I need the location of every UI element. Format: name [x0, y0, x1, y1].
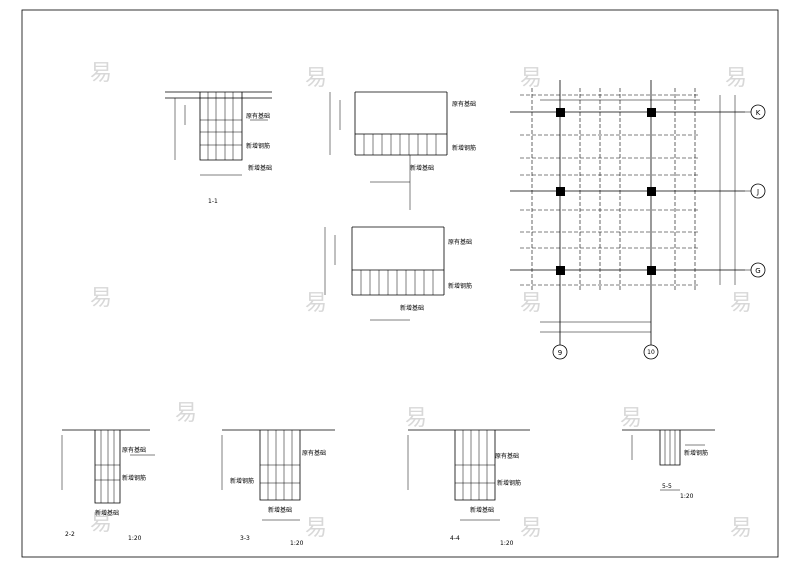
watermark-glyph: 易	[620, 406, 642, 431]
new-foundation-label: 新增基础	[268, 506, 292, 514]
section-f: 原有基础 新增钢筋 新增基础 4-4 1:20	[407, 429, 530, 547]
axis-bubble-10	[643, 344, 659, 360]
axis-label-10: 10	[647, 349, 655, 356]
watermark-glyph: 易	[90, 511, 112, 536]
watermark-glyph: 易	[520, 516, 542, 541]
new-rebar-label: 新增钢筋	[230, 477, 254, 485]
new-rebar-label: 新增钢筋	[448, 282, 472, 290]
column	[556, 108, 565, 117]
section-title: 3-3	[240, 535, 250, 542]
new-rebar-label: 新增钢筋	[684, 449, 708, 457]
column	[647, 108, 656, 117]
axis-bubble-j	[750, 183, 766, 199]
new-rebar-label: 新增钢筋	[497, 479, 521, 487]
watermark-glyph: 易	[730, 291, 752, 316]
axis-label-j: J	[756, 188, 759, 196]
new-foundation-label: 新增基础	[470, 506, 494, 514]
section-title: 5-5	[662, 483, 672, 490]
column	[647, 187, 656, 196]
new-foundation-label: 新增基础	[95, 509, 119, 517]
watermark-glyph: 易	[175, 401, 197, 426]
axis-label-k: K	[756, 109, 761, 117]
scale-label: 1:20	[500, 540, 514, 547]
new-foundation-label: 新增基础	[400, 304, 424, 312]
axis-bubble-g	[750, 262, 766, 278]
watermark-glyph: 易	[305, 291, 327, 316]
grid-axis-labels: K J G 9 10	[552, 104, 766, 360]
sheet-border	[21, 9, 779, 558]
watermark-glyph: 易	[730, 516, 752, 541]
watermark-glyph: 易	[305, 66, 327, 91]
original-foundation-label: 原有基础	[495, 452, 519, 460]
original-foundation-label: 原有基础	[452, 100, 476, 108]
original-foundation-label: 原有基础	[448, 238, 472, 246]
section-c: 原有基础 新增钢筋 新增基础	[324, 226, 472, 321]
watermark-glyph: 易	[725, 66, 747, 91]
watermark-layer: 易 易 易 易 易 易 易 易 易 易 易 易 易 易 易	[90, 61, 752, 541]
section-title: 4-4	[450, 535, 460, 542]
section-g: 新增钢筋 5-5 1:20	[622, 429, 715, 500]
original-foundation-label: 原有基础	[246, 112, 270, 120]
section-d: 原有基础 新增钢筋 新增基础 2-2 1:20	[61, 429, 155, 542]
watermark-glyph: 易	[520, 291, 542, 316]
column	[647, 266, 656, 275]
watermark-glyph: 易	[90, 61, 112, 86]
axis-bubble-9	[552, 344, 568, 360]
axis-bubble-k	[750, 104, 766, 120]
new-rebar-label: 新增钢筋	[122, 474, 146, 482]
new-foundation-label: 新增基础	[410, 164, 434, 172]
watermark-glyph: 易	[405, 406, 427, 431]
section-a: 原有基础 新增钢筋 新增基础 1-1	[165, 91, 272, 205]
column	[556, 266, 565, 275]
section-e: 原有基础 新增钢筋 新增基础 3-3 1:20	[221, 429, 335, 547]
new-rebar-label: 新增钢筋	[452, 144, 476, 152]
column	[556, 187, 565, 196]
axis-label-9: 9	[558, 349, 562, 357]
watermark-glyph: 易	[305, 516, 327, 541]
section-title: 2-2	[65, 531, 75, 538]
scale-label: 1:20	[680, 493, 694, 500]
scale-label: 1:20	[290, 540, 304, 547]
watermark-glyph: 易	[520, 66, 542, 91]
section-title: 1-1	[208, 198, 218, 205]
axis-label-g: G	[755, 267, 760, 275]
new-foundation-label: 新增基础	[248, 164, 272, 172]
scale-label: 1:20	[128, 535, 142, 542]
section-b: 原有基础 新增钢筋 新增基础	[329, 91, 476, 210]
watermark-glyph: 易	[90, 286, 112, 311]
new-rebar-label: 新增钢筋	[246, 142, 270, 150]
original-foundation-label: 原有基础	[122, 446, 146, 454]
foundation-plan	[510, 80, 745, 345]
original-foundation-label: 原有基础	[302, 449, 326, 457]
